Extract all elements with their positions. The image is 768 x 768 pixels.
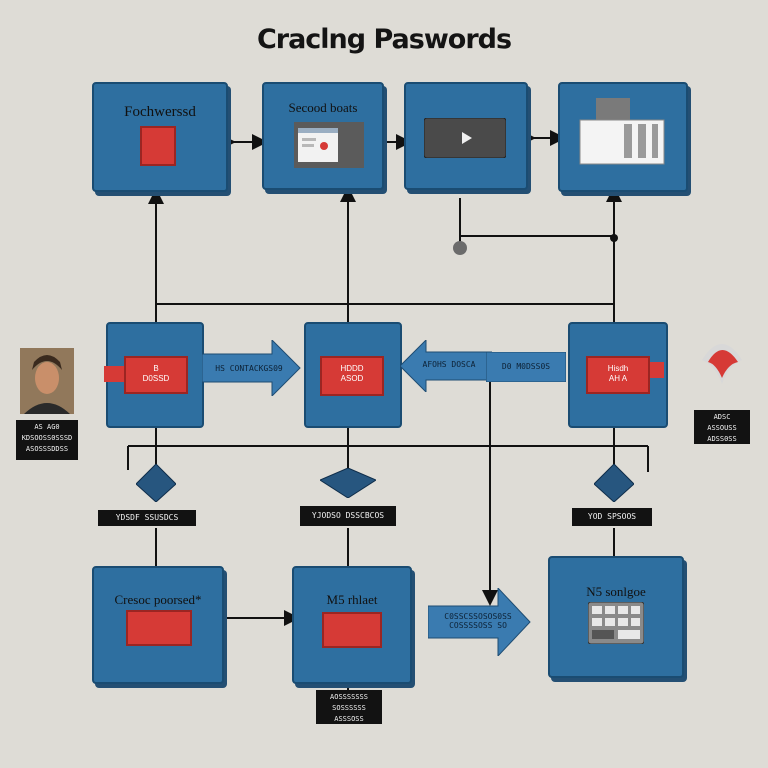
bottom-right-block-arrow xyxy=(428,588,531,656)
top-box-2: Secood boats xyxy=(262,82,384,190)
top-box-2-label: Secood boats xyxy=(288,100,358,115)
middle-box-2: HDDD ASOD xyxy=(304,322,402,428)
red-square-icon xyxy=(140,126,176,166)
middle-box-2-tag: HDDD ASOD xyxy=(320,356,384,396)
right-block-arrow xyxy=(202,340,301,396)
decision-diamond-2 xyxy=(320,468,376,498)
bottom-tag: AOSSSSSSS SOSSSSSS ASSSOSS xyxy=(316,690,382,724)
top-box-1-label: Fochwerssd xyxy=(124,104,196,120)
bottom-box-1: Cresoc poorsed* xyxy=(92,566,224,684)
middle-box-3: Hisdh AH A xyxy=(568,322,668,428)
bottom-box-2-label: M5 rhlaet xyxy=(326,592,378,607)
top-box-1: Fochwerssd xyxy=(92,82,228,192)
left-block-arrow xyxy=(400,340,492,392)
decision-diamond-3 xyxy=(594,464,634,502)
decision-diamond-1 xyxy=(136,464,176,502)
diagram-title: Craclng Paswords xyxy=(256,24,512,55)
decision-tag-1: YDSDF SSUSDCS xyxy=(98,510,196,526)
middle-box-1-tag: B D0SSD xyxy=(124,356,188,394)
center-bar-block xyxy=(486,352,566,382)
bottom-box-1-label: Cresoc poorsed* xyxy=(114,592,202,607)
decision-tag-3: YOD SPSOOS xyxy=(572,508,652,526)
red-pin-icon xyxy=(702,344,742,384)
decision-tag-2: YJODSO DSSCBCOS xyxy=(300,506,396,526)
top-box-4 xyxy=(558,82,688,192)
browser-window-icon xyxy=(294,122,364,168)
red-flag-left xyxy=(104,366,124,382)
red-square-icon xyxy=(126,610,192,646)
middle-box-3-tag: Hisdh AH A xyxy=(586,356,650,394)
red-square-icon xyxy=(322,612,382,648)
top-box-3 xyxy=(404,82,528,190)
keypad-icon xyxy=(588,602,644,644)
red-flag-right xyxy=(650,362,664,378)
middle-box-1: B D0SSD xyxy=(106,322,204,428)
left-side-tag: AS AG0 KDSOOSS0SSSD ASOSSSDDSS xyxy=(16,420,78,460)
right-side-tag: ADSC ASSOUSS ADSS0SS xyxy=(694,410,750,444)
bottom-box-3-label: N5 sonlgoe xyxy=(586,584,646,599)
documents-icon xyxy=(579,98,665,165)
arrow-label-3: D0 M0DSS0S xyxy=(501,362,551,371)
arrow-label-1: HS CONTACKGS09 xyxy=(215,364,283,373)
arrow-label-2: AFOHS DOSCA xyxy=(422,360,476,369)
bottom-box-3: N5 sonlgoe xyxy=(548,556,684,678)
bottom-box-2: M5 rhlaet xyxy=(292,566,412,684)
video-player-icon xyxy=(424,118,506,158)
person-portrait-icon xyxy=(20,348,74,414)
arrow-label-4: C0SSCSSOSOS0SS COSSSSOSS SO xyxy=(444,612,512,630)
